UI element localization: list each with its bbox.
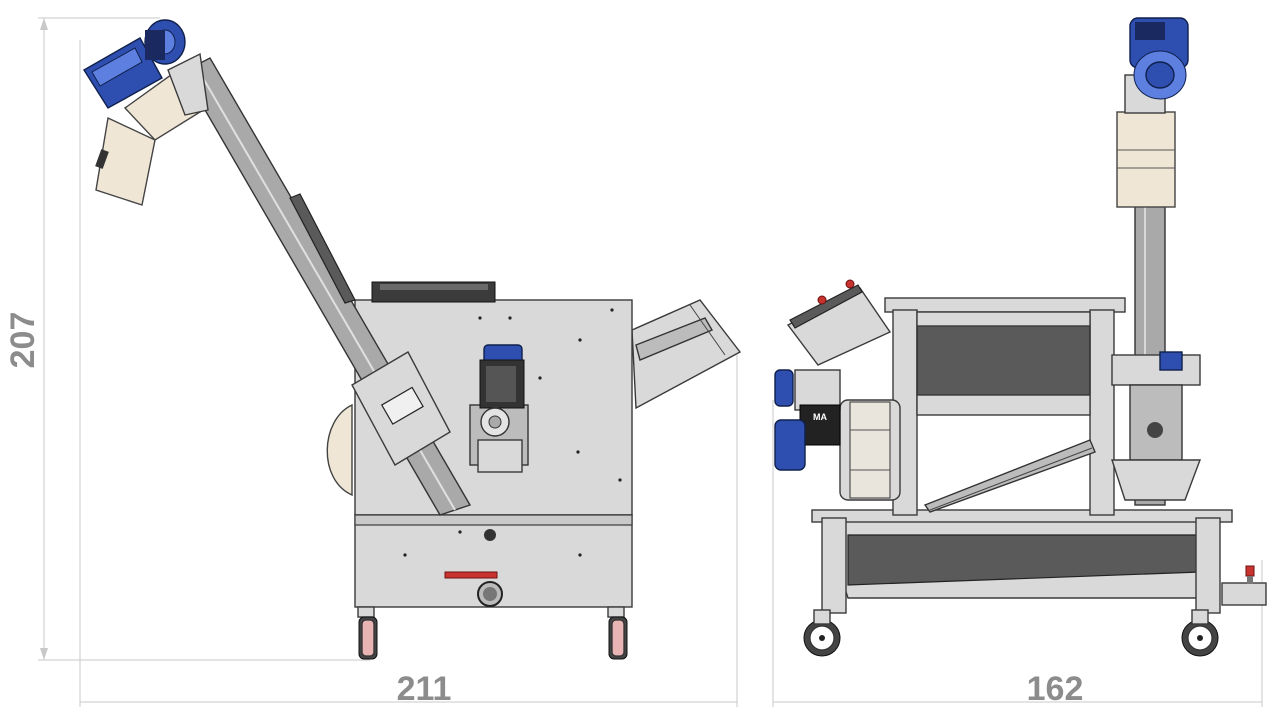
discharge-chute — [631, 299, 742, 410]
front-wheel-right — [1181, 609, 1219, 657]
height-label: 207 — [4, 312, 42, 369]
front-view: MA — [774, 17, 1267, 657]
front-frame-top — [884, 297, 1126, 313]
control-box — [786, 279, 892, 366]
front-pulley — [839, 399, 901, 501]
center-motor — [469, 344, 529, 473]
front-wheel-left — [803, 609, 841, 657]
outlet-pipe — [1221, 565, 1267, 606]
top-housing — [1116, 111, 1176, 208]
top-hopper — [95, 52, 209, 206]
wheel-right — [608, 616, 628, 660]
side-width-dimension: 211 — [79, 40, 738, 708]
front-top-motor — [1129, 17, 1189, 100]
front-panel — [916, 324, 1091, 396]
wheel-left — [358, 616, 378, 660]
side-view — [83, 19, 742, 660]
front-width-label: 162 — [1027, 670, 1084, 707]
red-handle — [444, 571, 498, 579]
height-dimension: 207 — [4, 17, 370, 661]
front-side-motor: MA — [774, 369, 841, 471]
side-width-label: 211 — [397, 670, 452, 707]
svg-text:MA: MA — [813, 412, 827, 422]
pulley-guard — [326, 403, 353, 497]
top-motor — [83, 19, 186, 109]
front-width-dimension: 162 — [772, 400, 1263, 708]
